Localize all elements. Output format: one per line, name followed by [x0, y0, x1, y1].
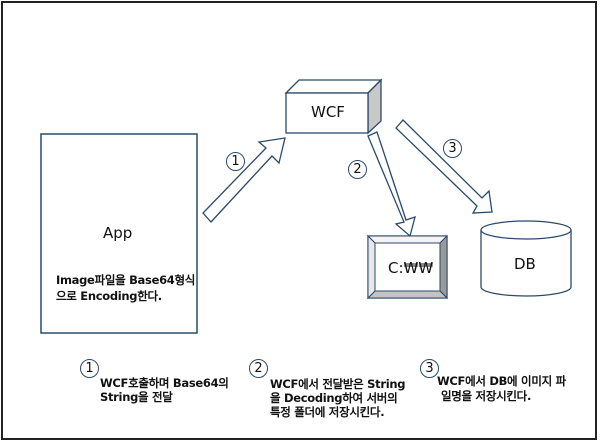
step-1-line2: String을 전달 [100, 390, 173, 404]
app-description-line1: Image파일을 Base64형식 [56, 273, 196, 287]
arrow-1 [202, 137, 286, 223]
db-cylinder [480, 220, 572, 297]
app-description-line2: 으로 Encoding한다. [56, 289, 162, 303]
step-2-number: 2 [249, 359, 268, 378]
step-3-line2: 일명을 저장시킨다. [441, 389, 532, 403]
arrow-2-number: 2 [348, 160, 367, 179]
step-2-line3: 특정 폴더에 저장시킨다. [270, 405, 385, 419]
app-box [40, 133, 198, 334]
wcf-box [284, 78, 383, 135]
folder-box [366, 234, 449, 300]
step-3-line1: WCF에서 DB에 이미지 파 [437, 374, 566, 388]
db-title: DB [514, 255, 536, 273]
folder-title: C:₩₩ [388, 259, 434, 277]
step-1-line1: WCF호출하며 Base64의 [100, 376, 229, 390]
app-title: App [103, 224, 133, 242]
wcf-title: WCF [311, 103, 345, 121]
arrow-1-number: 1 [226, 152, 245, 171]
step-2-line1: WCF에서 전달받은 String [270, 377, 406, 391]
step-1-number: 1 [80, 359, 99, 378]
arrow-3-number: 3 [443, 139, 462, 158]
arrow-2 [367, 131, 416, 238]
step-2-line2: 을 Decoding하여 서버의 [270, 391, 398, 405]
step-3-number: 3 [420, 359, 439, 378]
arrow-3 [395, 119, 493, 214]
